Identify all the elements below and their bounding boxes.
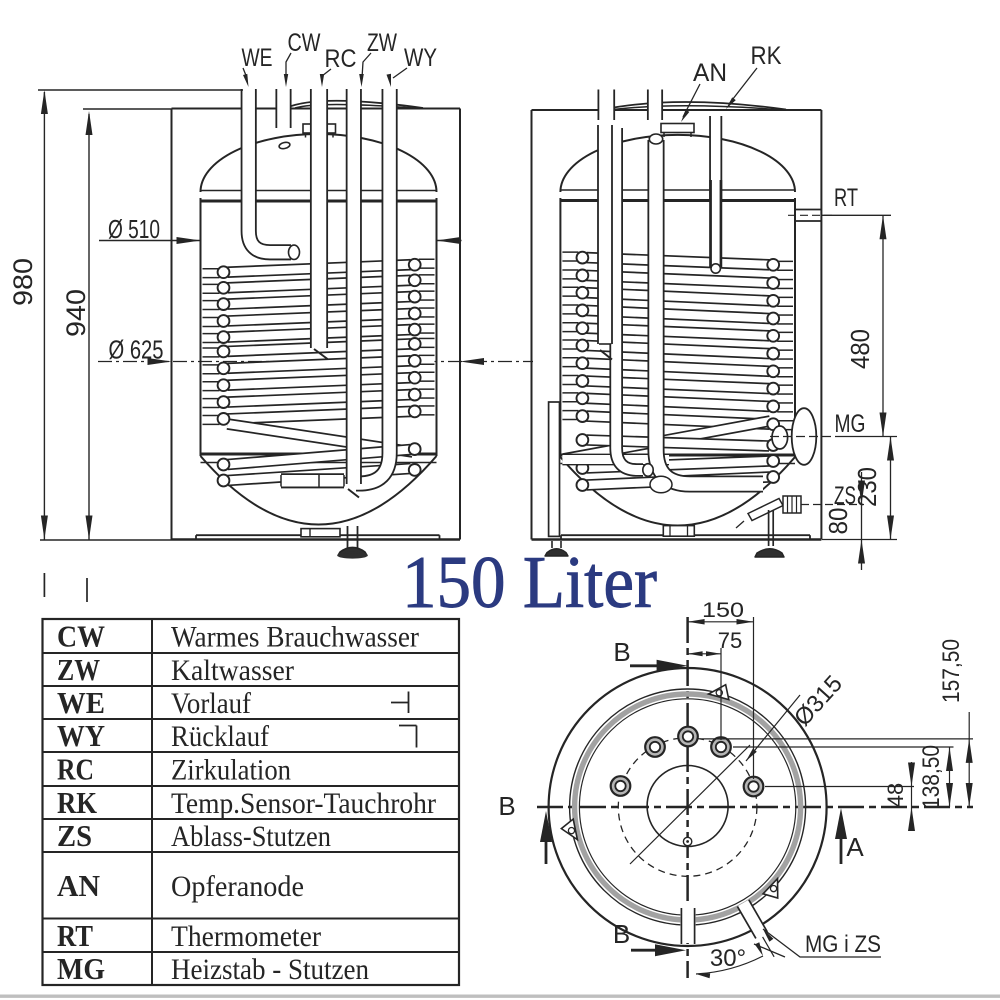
svg-text:RK: RK: [57, 785, 97, 820]
svg-text:Kaltwasser: Kaltwasser: [171, 654, 294, 687]
svg-text:Rücklauf: Rücklauf: [171, 720, 269, 753]
svg-text:RC: RC: [57, 752, 94, 787]
svg-text:Temp.Sensor-Tauchrohr: Temp.Sensor-Tauchrohr: [171, 787, 436, 820]
svg-text:ZW: ZW: [367, 29, 397, 57]
svg-text:Heizstab - Stutzen: Heizstab - Stutzen: [171, 953, 369, 986]
svg-text:Opferanode: Opferanode: [171, 870, 304, 903]
svg-text:ZW: ZW: [57, 652, 100, 687]
svg-text:75: 75: [718, 628, 742, 653]
svg-text:AN: AN: [693, 59, 727, 87]
svg-text:940: 940: [61, 289, 91, 337]
svg-text:MG: MG: [57, 951, 105, 986]
svg-text:MG: MG: [835, 410, 866, 438]
svg-text:Vorlauf: Vorlauf: [171, 687, 251, 720]
svg-text:WE: WE: [242, 44, 273, 72]
svg-text:480: 480: [845, 329, 875, 369]
svg-text:WY: WY: [57, 718, 105, 753]
svg-text:150: 150: [702, 598, 744, 622]
svg-text:A: A: [846, 832, 864, 862]
svg-text:150 Liter: 150 Liter: [402, 542, 657, 624]
svg-text:Ø 625: Ø 625: [109, 335, 164, 365]
svg-text:AN: AN: [57, 868, 100, 903]
svg-text:ZS: ZS: [834, 482, 856, 510]
svg-text:48: 48: [883, 783, 908, 807]
svg-text:Zirkulation: Zirkulation: [171, 754, 291, 787]
svg-text:230: 230: [852, 467, 882, 507]
svg-text:B: B: [498, 791, 515, 821]
svg-text:ZS: ZS: [57, 818, 92, 853]
svg-text:RK: RK: [751, 42, 782, 70]
svg-text:CW: CW: [288, 29, 321, 57]
svg-text:Warmes Brauchwasser: Warmes Brauchwasser: [171, 621, 419, 654]
svg-text:RC: RC: [325, 45, 357, 73]
svg-text:980: 980: [8, 258, 38, 306]
svg-text:157,50: 157,50: [938, 639, 965, 703]
svg-text:138,50: 138,50: [918, 745, 945, 809]
svg-text:Ø 510: Ø 510: [108, 214, 160, 244]
svg-text:WY: WY: [404, 44, 437, 72]
svg-text:B: B: [613, 919, 630, 949]
svg-text:RT: RT: [834, 184, 858, 212]
svg-text:Thermometer: Thermometer: [171, 920, 321, 953]
svg-text:MG i ZS: MG i ZS: [805, 931, 881, 958]
svg-text:Ablass-Stutzen: Ablass-Stutzen: [171, 820, 331, 853]
svg-text:WE: WE: [57, 685, 105, 720]
svg-text:B: B: [613, 637, 630, 667]
svg-text:RT: RT: [57, 918, 93, 953]
svg-text:CW: CW: [57, 619, 105, 654]
svg-text:80: 80: [823, 508, 853, 535]
svg-text:30°: 30°: [710, 945, 746, 972]
